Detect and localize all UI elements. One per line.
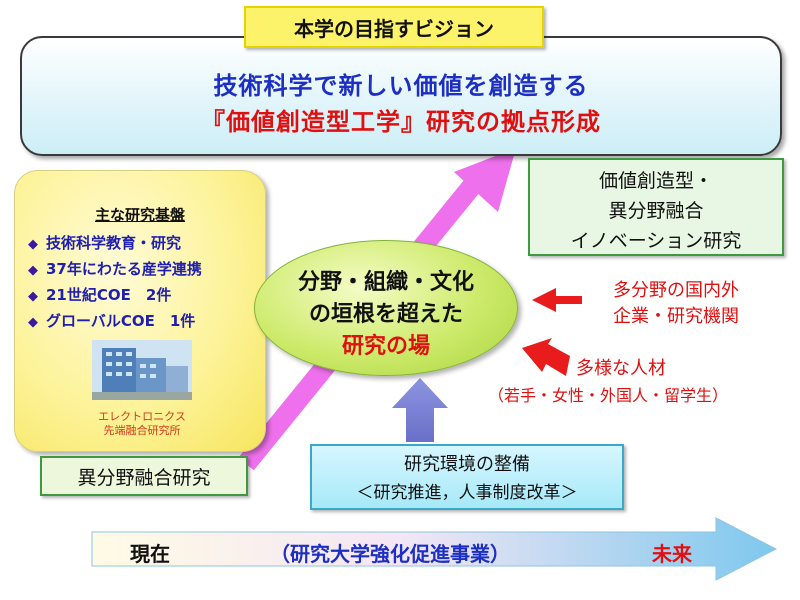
diamond-icon: ◆ — [28, 263, 38, 278]
diverse-talent-line1: 多様な人材 — [576, 358, 666, 379]
innovation-line1: 価値創造型・ — [598, 170, 713, 192]
vision-box — [20, 36, 782, 156]
timeline-project: （研究大学強化促進事業） — [270, 542, 510, 566]
research-base-item: ◆37年にわたる産学連携 — [28, 260, 202, 278]
environment-line1: 研究環境の整備 — [404, 454, 530, 475]
timeline-arrow — [91, 517, 778, 581]
research-base-title: 主な研究基盤 — [94, 206, 185, 224]
external-partners-line1: 多分野の国内外 — [613, 280, 739, 301]
diamond-icon: ◆ — [28, 289, 38, 304]
building-caption: エレクトロニクス 先端融合研究所 — [98, 410, 186, 437]
external-arrow — [532, 288, 582, 312]
interdisciplinary-research-label: 異分野融合研究 — [40, 456, 248, 496]
innovation-box — [528, 158, 784, 256]
talent-arrow — [522, 338, 570, 376]
vision-title: 本学の目指すビジョン — [244, 6, 544, 48]
diverse-talent-line2: （若手・女性・外国人・留学生） — [488, 386, 729, 405]
research-field-line2: の垣根を超えた — [308, 302, 463, 327]
vision-statement-line1: 技術科学で新しい価値を創造する — [213, 72, 589, 100]
research-field-ellipse — [254, 240, 518, 376]
research-base-item: ◆技術科学教育・研究 — [28, 234, 182, 252]
timeline-present: 現在 — [130, 542, 170, 566]
environment-line2: ＜研究推進，人事制度改革＞ — [356, 483, 578, 503]
research-base-item: ◆21世紀COE 2件 — [28, 286, 172, 304]
innovation-line3: イノベーション研究 — [570, 230, 742, 252]
environment-arrow — [392, 378, 448, 442]
environment-box — [310, 444, 624, 510]
research-field-line1: 分野・組織・文化 — [297, 270, 474, 295]
building-photo — [92, 340, 192, 400]
diamond-icon: ◆ — [28, 315, 38, 330]
diamond-icon: ◆ — [28, 237, 38, 252]
research-base-box — [14, 170, 266, 452]
research-field-line3: 研究の場 — [341, 334, 430, 359]
innovation-line2: 異分野融合 — [608, 200, 704, 222]
vision-statement-line2: 『価値創造型工学』研究の拠点形成 — [201, 108, 601, 136]
timeline-future: 未来 — [652, 542, 692, 566]
external-partners-line2: 企業・研究機関 — [613, 306, 739, 327]
research-base-item: ◆グローバルCOE 1件 — [28, 312, 196, 330]
